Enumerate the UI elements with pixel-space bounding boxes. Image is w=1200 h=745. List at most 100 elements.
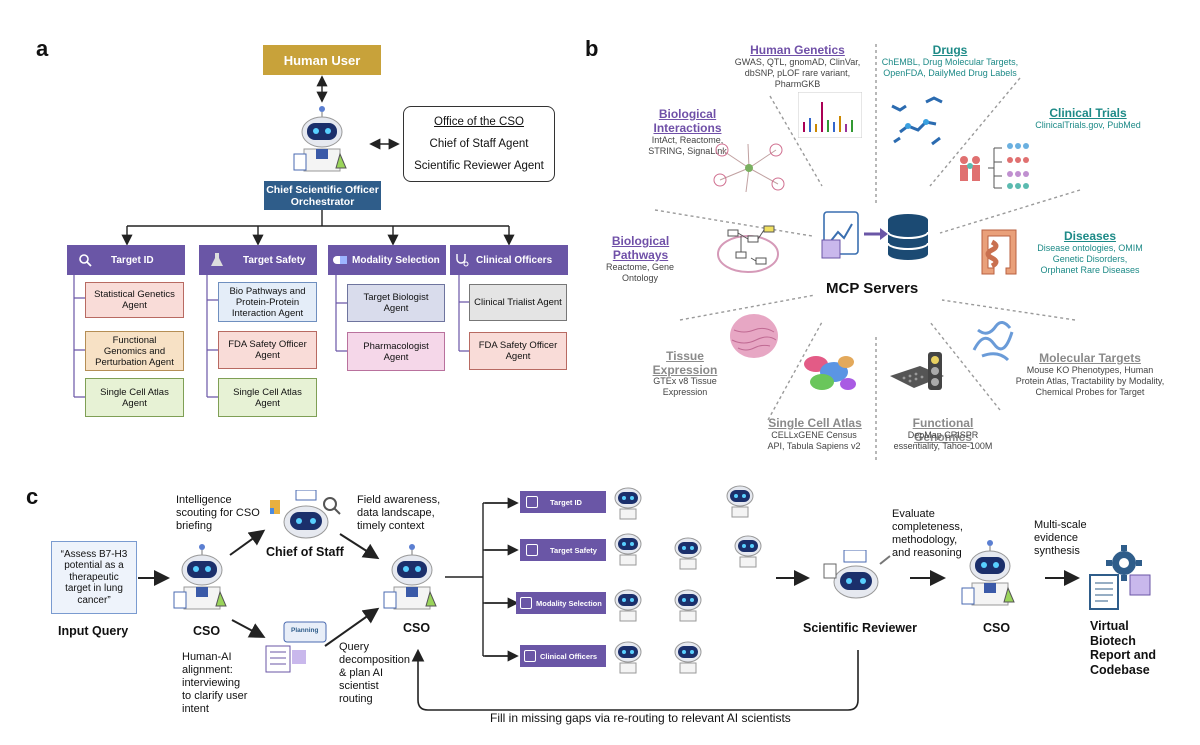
chief-of-staff-label: Chief of Staff <box>266 545 344 559</box>
text-line: alignment: <box>182 664 233 676</box>
server-biological-pathways-title: Biological Pathways <box>608 234 673 262</box>
route-target-safety: Target Safety <box>520 539 606 561</box>
sub-line: Chemical Probes for Target <box>1035 387 1145 397</box>
protein-structure-icon <box>968 310 1020 362</box>
mcp-servers-icon <box>820 210 932 272</box>
panel-letter-c: c <box>26 484 39 509</box>
fill-gaps-text: Fill in missing gaps via re-routing to r… <box>490 711 791 725</box>
server-functional-genomics-sub: DepMap CRISPR essentiality, Tahoe-100M <box>888 430 998 452</box>
text-line: data landscape, <box>357 507 435 519</box>
dept-target-id-label: Target ID <box>111 254 154 266</box>
sub-line: CELLxGENE Census <box>771 430 857 440</box>
server-molecular-targets-sub: Mouse KO Phenotypes, Human Protein Atlas… <box>1012 365 1168 398</box>
dept-modality-selection-label: Modality Selection <box>352 254 440 266</box>
server-drugs-sub: ChEMBL, Drug Molecular Targets, OpenFDA,… <box>878 57 1022 79</box>
server-single-cell-atlas-sub: CELLxGENE Census API, Tabula Sapiens v2 <box>758 430 870 452</box>
text-line: scientist <box>339 680 379 692</box>
sub-line: Reactome, Gene <box>605 262 675 272</box>
query-line: therapeutic <box>69 571 119 583</box>
text-line: intent <box>182 703 209 715</box>
panel-letter-b: b <box>585 36 599 61</box>
office-item-scientific-reviewer: Scientific Reviewer Agent <box>414 159 544 172</box>
tissue-icon <box>728 312 780 360</box>
stethoscope-icon <box>524 650 536 662</box>
cso-orchestrator-line2: Orchestrator <box>290 195 355 208</box>
magnifier-icon <box>77 253 93 267</box>
pill-icon <box>332 253 348 267</box>
text-line: Multi-scale <box>1034 519 1087 531</box>
pathway-diagram-icon <box>708 222 782 280</box>
query-line: “Assess B7-H3 <box>60 548 128 560</box>
sub-line: ClinicalTrials.gov, PubMed <box>1035 120 1141 130</box>
cso-orchestrator-line1: Chief Scientific Officer <box>266 183 379 196</box>
agent-single-cell-atlas-1: Single Cell Atlas Agent <box>85 378 184 417</box>
cso-label-2: CSO <box>403 621 431 635</box>
text-line: routing <box>339 693 373 705</box>
evaluate-text: Evaluate completeness, methodology, and … <box>892 508 963 560</box>
sub-line: essentiality, Tahoe-100M <box>893 441 993 451</box>
route-target-id: Target ID <box>520 491 606 513</box>
server-clinical-trials-sub: ClinicalTrials.gov, PubMed <box>1020 120 1156 131</box>
query-line: cancer” <box>77 594 111 606</box>
intestine-icon <box>974 224 1024 280</box>
text-line: completeness, <box>892 521 963 533</box>
text-line: to clarify user <box>182 690 248 702</box>
scientific-reviewer-label: Scientific Reviewer <box>803 621 917 635</box>
agent-fda-safety-officer-1: FDA Safety Officer Agent <box>218 331 317 369</box>
cso-orchestrator-box: Chief Scientific Officer Orchestrator <box>264 181 381 210</box>
query-box: “Assess B7-H3 potential as a therapeutic… <box>51 541 137 614</box>
text-line: synthesis <box>1034 545 1080 557</box>
chief-of-staff-robot-icon <box>268 489 344 542</box>
title-line: Tissue <box>666 349 704 363</box>
dept-modality-selection: Modality Selection <box>328 245 446 275</box>
text-line: methodology, <box>892 534 958 546</box>
text-line: timely context <box>357 520 425 532</box>
magnifier-icon <box>526 496 538 508</box>
route-label: Target Safety <box>550 545 597 555</box>
text-line: briefing <box>176 520 213 532</box>
text-line: Human-AI <box>182 651 232 663</box>
pill-icon <box>520 597 532 609</box>
text-line: and reasoning <box>892 547 962 559</box>
server-molecular-targets-title: Molecular Targets <box>1039 351 1141 365</box>
sub-line: dbSNP, pLOF rare variant, <box>744 68 851 78</box>
cso-robot-icon <box>170 542 234 616</box>
sub-line: Ontology <box>621 273 659 283</box>
sub-line: IntAct, Reactome, <box>651 135 724 145</box>
sub-line: STRING, SignaLink <box>648 146 727 156</box>
agent-single-cell-atlas-2: Single Cell Atlas Agent <box>218 378 317 417</box>
text-line: Report and <box>1090 648 1156 662</box>
sub-line: Mouse KO Phenotypes, Human <box>1026 365 1154 375</box>
planning-label: Planning <box>291 627 319 634</box>
sub-line: ChEMBL, Drug Molecular Targets, <box>881 57 1019 67</box>
route-clinical-officers: Clinical Officers <box>520 645 606 667</box>
text-line: Biotech <box>1090 633 1136 648</box>
sub-line: Orphanet Rare Diseases <box>1040 265 1140 275</box>
agent-target-biologist: Target Biologist Agent <box>347 284 445 322</box>
title-line: Biological <box>611 234 670 248</box>
server-clinical-trials-title: Clinical Trials <box>1049 106 1127 120</box>
manhattan-plot-icon <box>797 91 863 139</box>
query-decomposition-text: Query decomposition & plan AI scientist … <box>339 641 410 706</box>
text-line: & plan AI <box>339 667 384 679</box>
sub-line: OpenFDA, DailyMed Drug Labels <box>883 68 1017 78</box>
field-awareness-text: Field awareness, data landscape, timely … <box>357 494 440 533</box>
panel-letter-a: a <box>36 36 49 61</box>
agent-fda-safety-officer-2: FDA Safety Officer Agent <box>469 332 567 370</box>
text-line: decomposition <box>339 654 410 666</box>
sub-line: GWAS, QTL, gnomAD, ClinVar, <box>734 57 861 67</box>
report-label: Virtual Biotech Report and Codebase <box>1090 619 1156 677</box>
text-line: Intelligence <box>176 494 232 506</box>
sub-line: DepMap CRISPR <box>907 430 979 440</box>
dept-clinical-officers: Clinical Officers <box>450 245 568 275</box>
server-biological-pathways-sub: Reactome, Gene Ontology <box>600 262 680 284</box>
sub-line: Expression <box>662 387 708 397</box>
sub-line: PharmGKB <box>774 79 821 89</box>
network-graph-icon <box>712 140 786 196</box>
people-groups-icon <box>958 138 1044 192</box>
server-biological-interactions-title: Biological Interactions <box>650 107 725 135</box>
sub-line: Genetic Disorders, <box>1052 254 1128 264</box>
title-line: Interactions <box>653 121 722 135</box>
text-line: Evaluate <box>892 508 935 520</box>
